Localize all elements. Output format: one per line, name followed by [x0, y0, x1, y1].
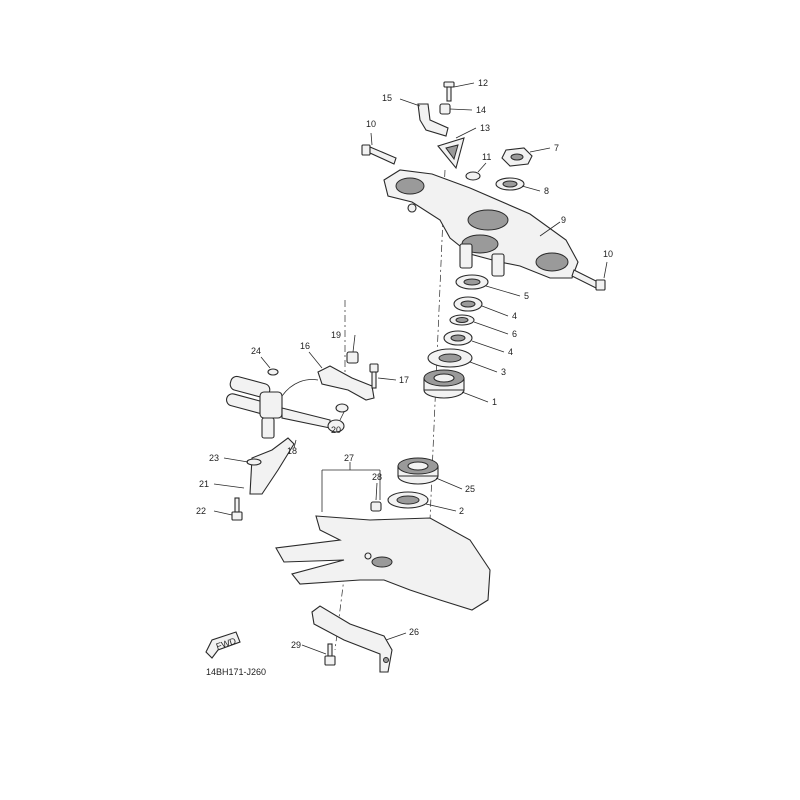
- callout-20: 20: [331, 425, 341, 435]
- callout-26: 26: [409, 627, 419, 637]
- part-9-upper-bracket: [383, 169, 579, 279]
- part-12-bolt: [443, 81, 455, 102]
- callout-23: 23: [209, 453, 219, 463]
- callout-1: 1: [492, 397, 497, 407]
- callout-10-left: 10: [366, 119, 376, 129]
- fwd-arrow-icon: [205, 631, 241, 659]
- part-17-bolt: [369, 363, 379, 389]
- part-4-ring-nut-lower: [443, 330, 473, 346]
- part-16-bracket: [317, 365, 375, 401]
- part-22-bolt: [231, 497, 243, 521]
- part-1-bearing: [423, 369, 465, 399]
- part-2-seal: [387, 491, 429, 509]
- part-24-nut: [267, 368, 279, 376]
- part-7-nut: [501, 147, 533, 167]
- callout-12: 12: [478, 78, 488, 88]
- callouts: 12 14 15 13 10 11 7 8 9 10 5 4 6 4 3 1 2…: [196, 78, 613, 650]
- part-25-lower-bearing: [397, 457, 439, 485]
- callout-9: 9: [561, 215, 566, 225]
- callout-19: 19: [331, 330, 341, 340]
- callout-8: 8: [544, 186, 549, 196]
- part-23-washer: [246, 458, 262, 466]
- callout-15: 15: [382, 93, 392, 103]
- part-21-stay: [249, 437, 295, 495]
- callout-6: 6: [512, 329, 517, 339]
- callout-3: 3: [501, 367, 506, 377]
- callout-5: 5: [524, 291, 529, 301]
- callout-11: 11: [482, 152, 491, 162]
- part-5-lock-washer: [455, 274, 489, 290]
- callout-24: 24: [251, 346, 261, 356]
- part-27-lower-cover: [275, 515, 491, 611]
- part-6-washer: [449, 314, 475, 326]
- part-4-ring-nut-upper: [453, 296, 483, 312]
- callout-27: 27: [344, 453, 354, 463]
- callout-2: 2: [459, 506, 464, 516]
- callout-25: 25: [465, 484, 475, 494]
- part-10-bolt-left: [361, 144, 397, 165]
- part-26-stay: [311, 605, 393, 673]
- callout-16: 16: [300, 341, 310, 351]
- part-10-bolt-right: [571, 269, 606, 291]
- callout-28: 28: [372, 472, 382, 482]
- callout-4-lower: 4: [508, 347, 513, 357]
- part-28-grommet: [370, 501, 382, 512]
- leader-lines: [213, 82, 608, 655]
- callout-14: 14: [476, 105, 486, 115]
- part-14-collar: [439, 103, 451, 115]
- callout-4-upper: 4: [512, 311, 517, 321]
- callout-13: 13: [480, 123, 490, 133]
- part-8-washer: [495, 177, 525, 191]
- callout-22: 22: [196, 506, 206, 516]
- part-11-cap: [465, 171, 481, 181]
- callout-7: 7: [554, 143, 559, 153]
- diagram-code: 14BH171-J260: [206, 667, 266, 677]
- part-13-damper: [437, 137, 465, 170]
- callout-29: 29: [291, 640, 301, 650]
- callout-21: 21: [199, 479, 209, 489]
- part-29-bolt: [324, 643, 336, 666]
- callout-17: 17: [399, 375, 409, 385]
- callout-10-right: 10: [603, 249, 613, 259]
- part-15-bracket: [417, 103, 449, 137]
- part-18-steering-damper: [225, 375, 345, 439]
- callout-18: 18: [287, 446, 297, 456]
- part-20-washer: [335, 403, 349, 413]
- part-19-collar: [346, 351, 359, 364]
- part-3-bearing-cover: [427, 348, 473, 368]
